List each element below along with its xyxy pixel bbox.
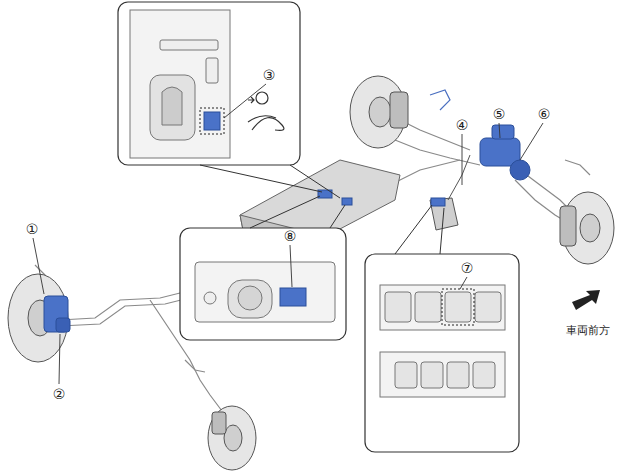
callout-number: ① (25, 222, 40, 236)
callout-number: ⑤ (492, 107, 507, 121)
callout-number: ⑧ (283, 229, 298, 243)
callout-number: ④ (455, 118, 470, 132)
callout-number: ⑥ (537, 107, 552, 121)
direction-label: 車両前方 (565, 325, 611, 336)
callout-number: ⑦ (460, 261, 475, 275)
callout-number: ② (52, 387, 67, 401)
callout-number: ③ (262, 68, 277, 82)
